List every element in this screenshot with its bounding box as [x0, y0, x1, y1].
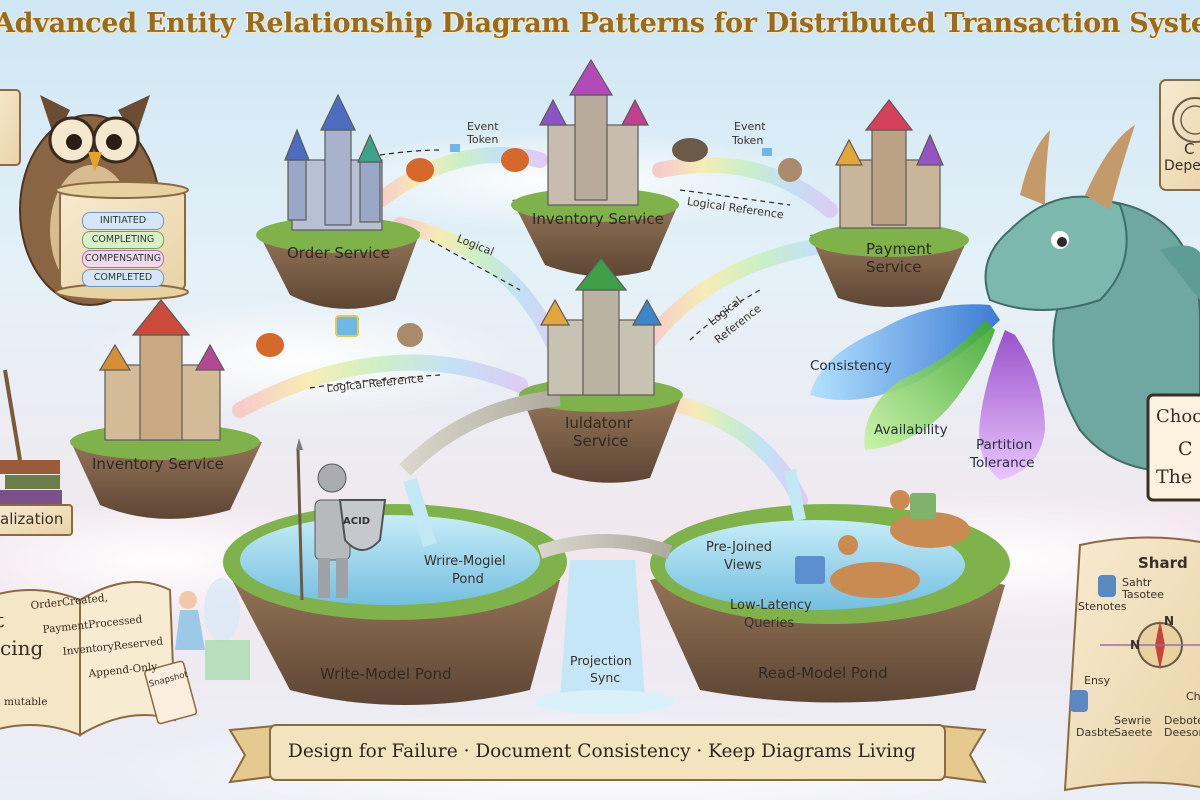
event-token-2-line2: Token [732, 134, 764, 147]
write-model-line1: Wrire-Mogiel [424, 554, 506, 569]
book-left-line2: cing [0, 636, 44, 660]
shard-entry-4: Ensy [1084, 674, 1111, 687]
write-model-line2: Pond [452, 572, 484, 587]
event-token-1-line2: Token [467, 133, 499, 146]
island-payment-line1: Payment [866, 240, 932, 258]
shard-entry-5: Dasbte [1076, 726, 1116, 739]
banner-text: Design for Failure · Document Consistenc… [288, 741, 916, 762]
castles [98, 58, 944, 441]
event-token-2-line1: Event [734, 120, 766, 133]
top-right-line2: Depe [1164, 158, 1200, 174]
pre-joined-line2: Views [724, 558, 762, 573]
shard-entry-10: Che [1186, 690, 1200, 703]
state-completed: COMPLETED [82, 269, 164, 287]
choose-sign-text: Choo C The [1150, 398, 1200, 498]
projection-line1: Projection [570, 653, 632, 668]
shard-entry-2: Tasotee [1122, 588, 1164, 601]
deer [795, 490, 970, 598]
choose-line3: The [1156, 466, 1193, 488]
banner-shape [228, 723, 987, 784]
island-center-line2: Service [573, 432, 629, 450]
state-initiated: INITIATED [82, 212, 164, 230]
top-right-scroll-text: C Depe [1162, 140, 1200, 180]
diagram-title: Advanced Entity Relationship Diagram Pat… [0, 8, 1200, 39]
choose-line2: C [1178, 438, 1193, 460]
shard-entry-8: Deeson [1164, 726, 1200, 739]
fire-availability: Availability [874, 422, 948, 438]
maze-scroll [1159, 79, 1200, 191]
state-completing: COMPLETING [82, 231, 164, 249]
island-center-line1: Iuldatonr [565, 414, 633, 432]
compass-n2: N [1164, 614, 1175, 628]
book-stack [0, 369, 73, 536]
book-left-line1: t [0, 608, 5, 632]
fire-partition-line2: Tolerance [970, 455, 1035, 471]
fairy [144, 578, 250, 725]
knight [296, 438, 387, 601]
choose-sign [1146, 393, 1200, 502]
island-order-service: Order Service [287, 244, 390, 262]
dragon-fire [810, 304, 1045, 480]
shard-entry-9: Saeete [1114, 726, 1153, 739]
animals [256, 138, 802, 357]
island-inventory-service-top: Inventory Service [532, 210, 664, 228]
shard-title: Shard [1138, 554, 1188, 572]
corner-scroll [0, 89, 21, 166]
compass-n1: N [1130, 638, 1141, 652]
logical-arrows [309, 149, 791, 389]
island-inventory-service-left: Inventory Service [92, 455, 224, 473]
shard-entry-1: Sahtr [1122, 576, 1152, 589]
shield-acid: ACID [343, 516, 371, 527]
shard-map [1063, 536, 1200, 792]
shard-entry-7: Debote [1164, 714, 1200, 727]
top-right-line1: C [1184, 140, 1195, 158]
state-compensating: COMPENSATING [82, 250, 164, 268]
shard-map-text: Shard Sahtr Tasotee Stenotes N N Ensy Da… [1068, 548, 1200, 788]
shard-entry-3: Stenotes [1078, 600, 1127, 613]
low-latency-line2: Queries [744, 616, 795, 631]
normalization-label: alization [0, 510, 64, 528]
fire-partition-line1: Partition [976, 437, 1033, 453]
pre-joined-line1: Pre-Joined [706, 540, 772, 555]
book-immutable: mutable [4, 696, 48, 708]
projection-line2: Sync [590, 670, 621, 685]
island-payment-line2: Service [866, 258, 922, 276]
fire-consistency: Consistency [810, 358, 892, 374]
shard-entry-6: Sewrie [1114, 714, 1152, 727]
choose-line1: Choo [1156, 406, 1200, 427]
low-latency-line1: Low-Latency [730, 598, 812, 613]
island-write-model-pond: Write-Model Pond [320, 665, 452, 683]
island-read-model-pond: Read-Model Pond [758, 664, 888, 682]
event-token-1-line1: Event [467, 120, 499, 133]
